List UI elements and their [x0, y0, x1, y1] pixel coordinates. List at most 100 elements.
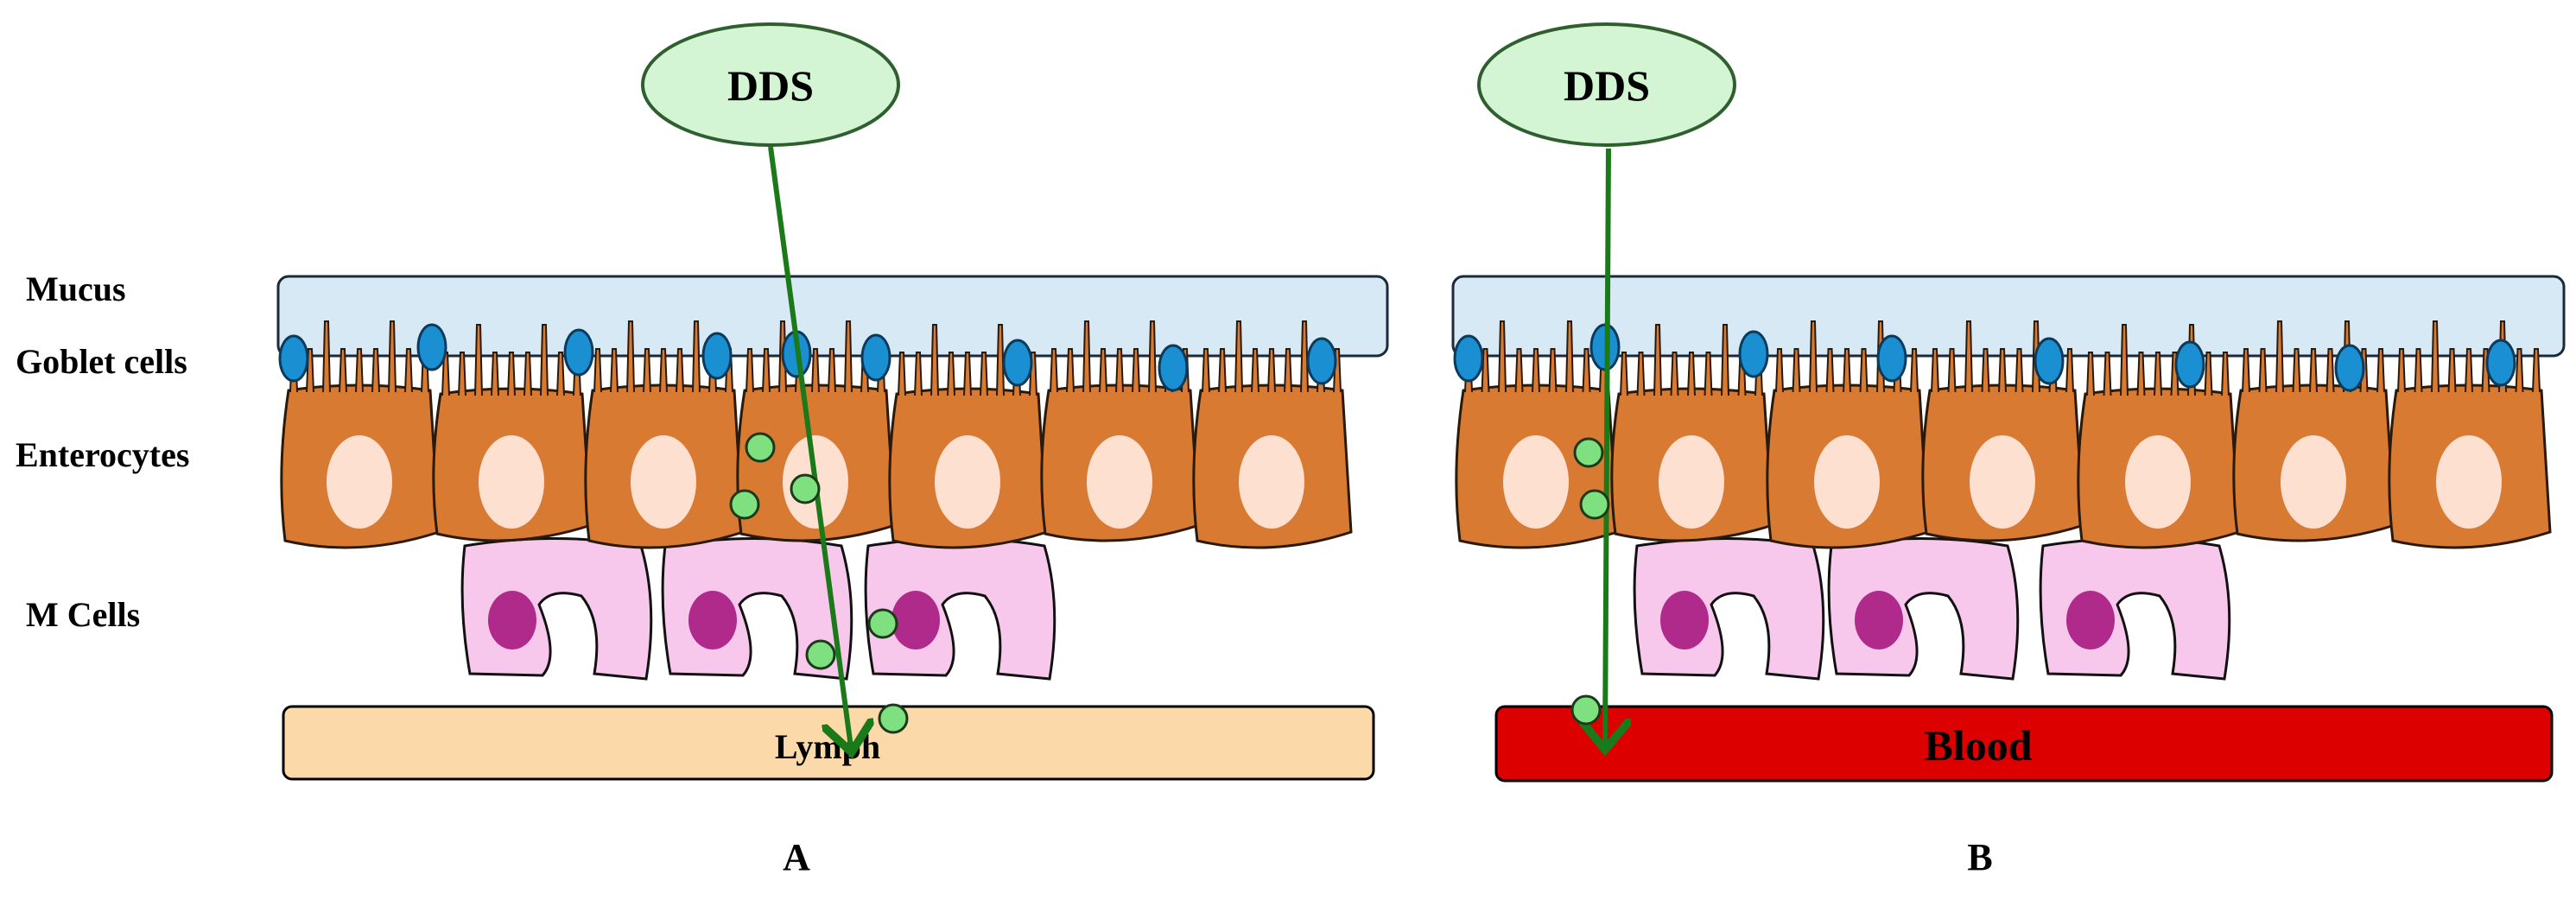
- goblet-cell: [2485, 339, 2516, 387]
- m-cells-label: M Cells: [26, 595, 140, 634]
- microvillus: [1582, 348, 1591, 393]
- goblet-cell: [1158, 344, 1189, 392]
- microvillus: [355, 348, 364, 393]
- panel-letter-a: A: [783, 836, 810, 878]
- drug-particle-b: [1570, 694, 1602, 726]
- microvillus: [2136, 352, 2146, 396]
- microvillus: [1998, 348, 2007, 393]
- microvillus: [322, 320, 331, 393]
- dds-ellipse-a: [641, 22, 900, 147]
- microvillus: [626, 320, 635, 393]
- microvillus: [1670, 352, 1679, 396]
- microvillus: [1234, 320, 1243, 393]
- goblet-cell: [2034, 337, 2065, 385]
- microvillus: [339, 348, 347, 393]
- microvillus: [2447, 348, 2457, 393]
- microvillus: [1809, 320, 1818, 393]
- goblet-cell: [1306, 337, 1337, 385]
- microvillus: [1132, 348, 1140, 393]
- panel-letter-b: B: [1967, 836, 1992, 878]
- drug-particle-b: [1573, 437, 1604, 468]
- drug-particle-a: [729, 489, 760, 520]
- microvillus: [1251, 348, 1259, 393]
- goblet-cell: [1453, 334, 1484, 383]
- microvillus: [1099, 348, 1107, 393]
- microvillus: [1721, 324, 1729, 396]
- m-cell-nucleus: [1855, 591, 1903, 650]
- microvillus: [2154, 352, 2162, 396]
- microvillus: [404, 348, 413, 393]
- microvillus: [1050, 348, 1058, 393]
- microvillus: [1704, 352, 1713, 396]
- enterocytes-label: Enterocytes: [16, 435, 189, 474]
- microvillus: [1267, 348, 1276, 393]
- microvillus: [2465, 348, 2473, 393]
- dds-ellipse-b: [1477, 22, 1736, 147]
- microvillus: [1775, 348, 1784, 393]
- microvillus: [930, 324, 939, 396]
- microvillus: [2292, 348, 2301, 393]
- enterocyte-nucleus: [2281, 435, 2346, 529]
- enterocyte-nucleus: [1087, 435, 1152, 529]
- goblet-cell: [860, 333, 891, 382]
- microvillus: [676, 348, 684, 393]
- microvillus: [1082, 320, 1091, 393]
- microvillus: [523, 352, 532, 396]
- microvillus: [371, 348, 380, 393]
- microvillus: [1964, 320, 1973, 393]
- microvillus: [643, 348, 651, 393]
- microvillus: [2204, 352, 2213, 396]
- panel-a: [276, 275, 1389, 681]
- microvillus: [1548, 348, 1558, 393]
- microvillus: [1514, 348, 1524, 393]
- microvillus: [1565, 320, 1574, 393]
- enterocyte-nucleus: [1814, 435, 1880, 529]
- microvillus: [746, 348, 754, 393]
- m-cell-nucleus: [688, 591, 737, 650]
- microvillus: [2242, 348, 2250, 393]
- microvillus: [2258, 348, 2268, 393]
- microvillus: [1653, 324, 1662, 396]
- microvillus: [1636, 352, 1646, 396]
- microvillus: [2120, 324, 2129, 396]
- goblet-cell: [1876, 334, 1907, 383]
- microvillus: [491, 352, 499, 396]
- microvillus: [2414, 348, 2423, 393]
- dds-arrow-b: [1605, 148, 1608, 745]
- microvillus: [458, 352, 466, 396]
- microvillus: [1825, 348, 1835, 393]
- microvillus: [2065, 348, 2074, 393]
- drug-particle-a: [805, 639, 836, 670]
- mucus-label: Mucus: [26, 269, 126, 308]
- mucus-layer: [1451, 275, 2566, 358]
- microvillus: [2397, 348, 2406, 393]
- microvillus: [2221, 352, 2230, 396]
- microvillus: [947, 352, 955, 396]
- goblet-cell: [1738, 330, 1769, 378]
- drug-particle-a: [790, 473, 821, 504]
- microvillus: [1148, 320, 1157, 393]
- microvillus: [2431, 320, 2440, 393]
- microvillus: [610, 348, 619, 393]
- m-cell-nucleus: [891, 591, 940, 650]
- microvillus: [1532, 348, 1540, 393]
- drug-particle-a: [878, 703, 909, 734]
- enterocyte-nucleus: [935, 435, 1000, 529]
- blood-vessel: [1494, 705, 2554, 783]
- microvillus: [1947, 348, 1957, 393]
- enterocyte-nucleus: [1239, 435, 1304, 529]
- m-cell-nucleus: [1660, 591, 1709, 650]
- microvillus: [2376, 348, 2385, 393]
- enterocyte-nucleus: [2125, 435, 2191, 529]
- goblet-cell: [563, 328, 594, 377]
- microvillus: [2515, 348, 2524, 393]
- microvillus: [474, 324, 483, 396]
- enterocyte-nucleus: [327, 435, 392, 529]
- m-cell-nucleus: [488, 591, 536, 650]
- dds-label-a: DDS: [727, 61, 814, 110]
- blood-label: Blood: [1924, 721, 2032, 770]
- microvillus: [980, 352, 988, 396]
- microvillus: [692, 320, 701, 393]
